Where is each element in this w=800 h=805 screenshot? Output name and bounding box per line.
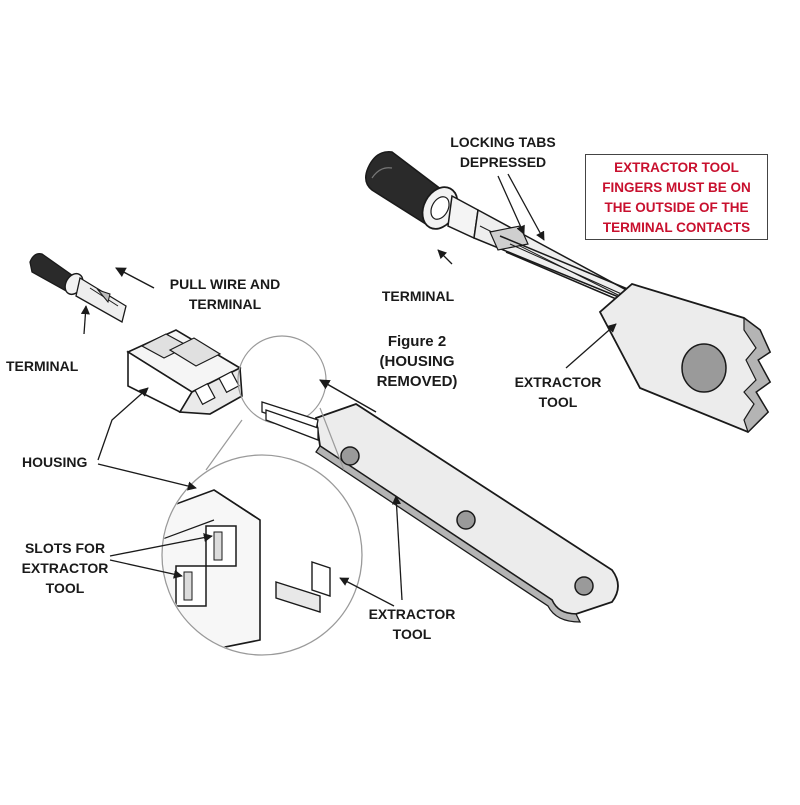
housing-text: HOUSING: [22, 454, 88, 470]
left-terminal-assembly: [29, 253, 155, 335]
extractor-right-label: EXTRACTOR TOOL: [504, 372, 612, 412]
slots-line-2: EXTRACTOR: [21, 560, 109, 576]
pull-wire-line-1: PULL WIRE AND: [169, 276, 281, 292]
figure-line-3: REMOVED): [376, 373, 458, 390]
right-terminal-assembly: [365, 151, 772, 434]
terminal-left-label: TERMINAL: [6, 356, 78, 376]
warning-box: EXTRACTOR TOOL FINGERS MUST BE ON THE OU…: [585, 154, 768, 240]
warning-line-3: THE OUTSIDE OF THE: [604, 200, 749, 215]
locking-tabs-line-1: LOCKING TABS: [450, 134, 556, 150]
extractor-bottom-line-1: EXTRACTOR: [368, 606, 456, 622]
terminal-right-label: TERMINAL: [368, 286, 468, 306]
housing-label: HOUSING: [22, 452, 87, 472]
leader-lines: [97, 387, 403, 607]
warning-line-2: FINGERS MUST BE ON: [602, 180, 751, 195]
extractor-right-line-2: TOOL: [538, 394, 578, 410]
slots-line-1: SLOTS FOR: [24, 540, 106, 556]
figure-line-1: Figure 2: [387, 333, 447, 350]
figure-caption: Figure 2 (HOUSING REMOVED): [362, 332, 472, 392]
extractor-bottom-line-2: TOOL: [392, 626, 432, 642]
slots-label: SLOTS FOR EXTRACTOR TOOL: [10, 538, 120, 598]
extractor-right-line-1: EXTRACTOR: [514, 374, 602, 390]
locking-tabs-line-2: DEPRESSED: [459, 154, 547, 170]
warning-line-1: EXTRACTOR TOOL: [614, 160, 739, 175]
figure-line-2: (HOUSING: [379, 353, 455, 370]
extractor-tool-drawing: [261, 379, 619, 623]
magnified-detail: [161, 407, 363, 656]
extractor-bottom-label: EXTRACTOR TOOL: [356, 604, 468, 644]
locking-tabs-label: LOCKING TABS DEPRESSED: [448, 132, 558, 172]
pull-wire-label: PULL WIRE AND TERMINAL: [158, 274, 292, 314]
housing-drawing: [126, 329, 327, 425]
slots-line-3: TOOL: [45, 580, 85, 596]
warning-line-4: TERMINAL CONTACTS: [602, 220, 751, 235]
terminal-left-text: TERMINAL: [6, 358, 79, 374]
terminal-right-text: TERMINAL: [381, 288, 455, 304]
pull-wire-line-2: TERMINAL: [188, 296, 262, 312]
